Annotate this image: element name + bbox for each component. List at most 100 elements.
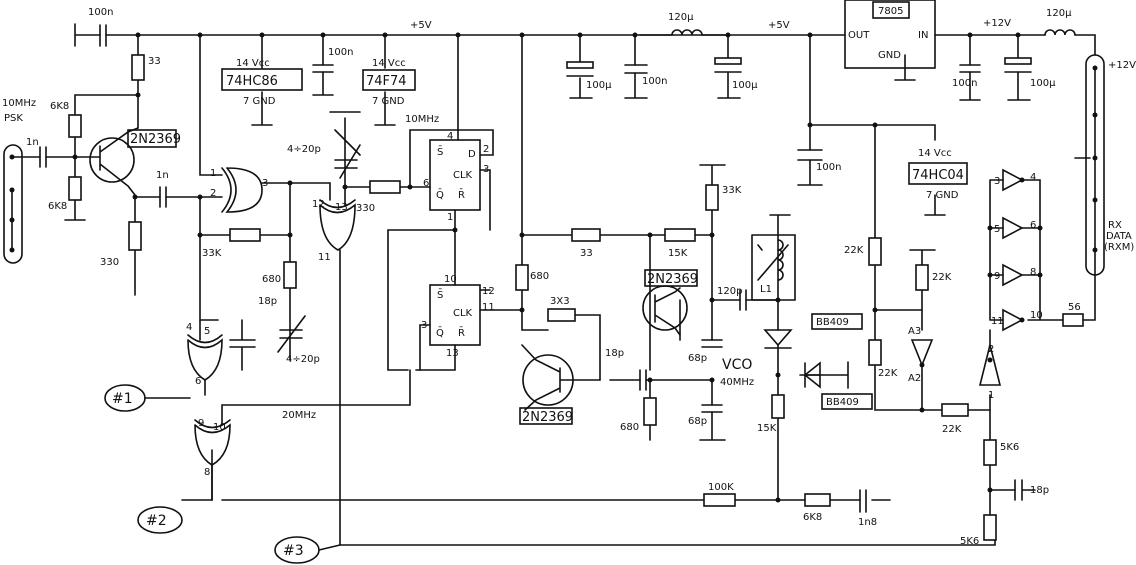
junctions bbox=[72, 32, 1043, 503]
schematic-mark bbox=[751, 214, 796, 331]
pin: 2 bbox=[210, 188, 216, 199]
label-vco: VCO bbox=[722, 357, 752, 373]
schematic-mark bbox=[519, 307, 525, 313]
label-r-680-c: 680 bbox=[620, 422, 639, 433]
xor-gate-4 bbox=[194, 419, 231, 466]
inductor-120u-a bbox=[639, 29, 729, 36]
varactor-d2 bbox=[803, 361, 821, 389]
xor-gate-2 bbox=[319, 199, 356, 251]
flip-flop-2 bbox=[429, 284, 481, 346]
resistor-56 bbox=[1062, 313, 1084, 327]
label-f74-gnd: 7 GND bbox=[372, 96, 405, 107]
pin: 9 bbox=[198, 418, 204, 429]
schematic-mark bbox=[757, 244, 789, 281]
label-r-6k8-bottom: 6K8 bbox=[48, 201, 67, 212]
label-r-33k-b: 33K bbox=[722, 185, 742, 196]
schematic-mark bbox=[519, 232, 525, 238]
label-c-68p-b: 68p bbox=[688, 416, 707, 427]
label-d2: BB409 bbox=[826, 397, 859, 408]
pin: 2 bbox=[483, 144, 489, 155]
label-rx: RX bbox=[1108, 220, 1122, 231]
label-rail-5v-a: +5V bbox=[410, 20, 432, 31]
schematic-mark bbox=[569, 34, 741, 99]
pin: CLK bbox=[453, 308, 473, 319]
label-trim-b: 4÷20p bbox=[286, 354, 320, 365]
resistor-680-a bbox=[283, 261, 297, 289]
schematic-mark bbox=[987, 357, 993, 363]
label-r-5k6-a: 5K6 bbox=[1000, 442, 1019, 453]
pin: 9 bbox=[994, 271, 1000, 282]
schematic-mark bbox=[1092, 247, 1098, 253]
schematic-mark bbox=[519, 32, 525, 38]
input-connector bbox=[3, 144, 23, 264]
label-ff-10mhz: 10MHz bbox=[405, 114, 439, 125]
schematic-mark bbox=[632, 32, 638, 38]
label-test-point-1: #1 bbox=[112, 391, 133, 407]
schematic-mark bbox=[521, 344, 601, 411]
schematic-mark bbox=[919, 407, 925, 413]
schematic-mark bbox=[725, 32, 731, 38]
label-r-3x3: 3X3 bbox=[550, 296, 570, 307]
schematic-mark bbox=[342, 184, 348, 190]
pin: 3 bbox=[262, 178, 268, 189]
label-r-15k-b: 15K bbox=[757, 423, 777, 434]
schematic-mark bbox=[777, 344, 849, 501]
resistor-680-c bbox=[643, 397, 657, 426]
components bbox=[3, 0, 1105, 564]
label-c-100n-c: 100n bbox=[816, 162, 841, 173]
label-c-100u-a: 100µ bbox=[586, 80, 612, 91]
schematic-mark bbox=[229, 64, 1016, 501]
label-a2: A2 bbox=[908, 373, 921, 384]
label-rxm: (RXM) bbox=[1104, 242, 1134, 253]
label-c-120p: 120p bbox=[717, 286, 742, 297]
label-r-6k8-top: 6K8 bbox=[50, 101, 69, 112]
label-box-q2 bbox=[644, 269, 698, 287]
schematic-mark bbox=[221, 369, 779, 501]
resistor-5k6-a bbox=[983, 439, 997, 466]
label-hc86-vcc: 14 Vcc bbox=[236, 58, 270, 69]
pin: 3 bbox=[421, 320, 427, 331]
schematic-mark bbox=[775, 497, 781, 503]
schematic-mark bbox=[329, 111, 431, 206]
label-test-point-3: #3 bbox=[283, 543, 304, 559]
resistor-6k8-c bbox=[804, 493, 831, 507]
inductor-120u-b bbox=[1044, 29, 1076, 36]
output-connector bbox=[1085, 54, 1105, 276]
label-c-1n-out: 1n bbox=[156, 170, 169, 181]
label-a3: A3 bbox=[908, 326, 921, 337]
label-c-100n-r: 100n bbox=[952, 78, 977, 89]
label-q2: 2N2369 bbox=[647, 272, 698, 287]
label-hc04-name: 74HC04 bbox=[912, 168, 964, 183]
resistor-330-emitter bbox=[128, 221, 142, 251]
inductor-l1 bbox=[777, 239, 784, 281]
label-regulator: 7805 bbox=[878, 6, 903, 17]
label-reg-in: IN bbox=[918, 30, 928, 41]
schematic-mark bbox=[1019, 317, 1025, 323]
pin: 6 bbox=[1030, 220, 1036, 231]
label-c-1n-in: 1n bbox=[26, 137, 39, 148]
resistor-6k8-bottom bbox=[68, 176, 82, 201]
resistor-15k-a bbox=[664, 228, 696, 242]
resistor-33-b bbox=[571, 228, 601, 242]
label-r-680-b: 680 bbox=[530, 271, 549, 282]
schematic-mark bbox=[521, 234, 713, 381]
schematic-mark bbox=[9, 154, 15, 160]
pin: 12 bbox=[312, 199, 325, 210]
pin: CLK bbox=[453, 170, 473, 181]
label-r-680-a: 680 bbox=[262, 274, 281, 285]
schematic-mark bbox=[872, 122, 878, 128]
label-r-22k-c: 22K bbox=[878, 368, 898, 379]
resistor-15k-b bbox=[771, 394, 785, 419]
schematic-mark bbox=[259, 32, 265, 38]
label-reg-out: OUT bbox=[848, 30, 870, 41]
schematic-mark bbox=[987, 487, 993, 493]
resistor-33k-b bbox=[705, 184, 719, 211]
schematic-mark bbox=[807, 122, 813, 128]
schematic-mark bbox=[709, 377, 715, 383]
schematic-mark bbox=[654, 287, 681, 336]
label-conn-12v: +12V bbox=[1108, 60, 1136, 71]
inverter-gates bbox=[1002, 168, 1024, 332]
chip-74hc04 bbox=[908, 162, 968, 185]
schematic-mark bbox=[452, 227, 458, 233]
